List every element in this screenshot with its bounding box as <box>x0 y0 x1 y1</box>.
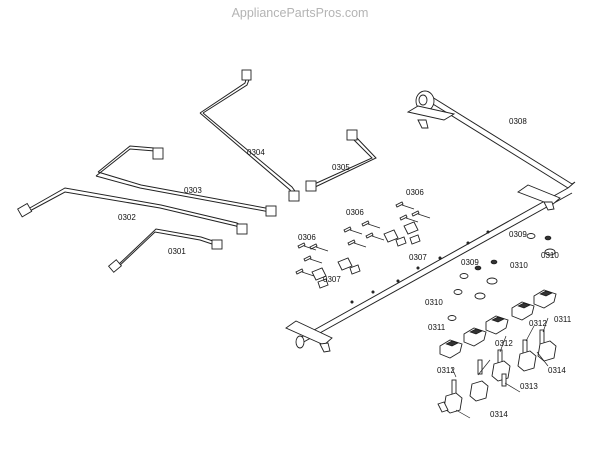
holders-0314[interactable] <box>437 340 557 414</box>
label-0302: 0302 <box>118 213 136 222</box>
label-0311-left: 0311 <box>428 323 446 332</box>
manifold-0308[interactable] <box>285 90 576 353</box>
label-0309-right: 0309 <box>509 230 527 239</box>
label-0304: 0304 <box>247 148 265 157</box>
label-0310-mid: 0310 <box>510 261 528 270</box>
label-0306-right: 0306 <box>406 188 424 197</box>
label-0306-left: 0306 <box>298 233 316 242</box>
valves-0311[interactable] <box>439 289 557 359</box>
part-labels: 0301 0302 0303 0304 0305 0306 0306 0306 … <box>118 117 572 419</box>
label-0310-left: 0310 <box>425 298 443 307</box>
tube-0302[interactable] <box>17 187 248 235</box>
tube-0301[interactable] <box>107 228 223 273</box>
brackets-0307[interactable] <box>311 221 421 289</box>
label-0307-right: 0307 <box>409 253 427 262</box>
tube-0304[interactable] <box>199 69 300 202</box>
label-0312-mid: 0312 <box>495 339 513 348</box>
leaders <box>451 317 549 419</box>
label-0303: 0303 <box>184 186 202 195</box>
label-0308: 0308 <box>509 117 527 126</box>
tube-0303[interactable] <box>95 145 277 217</box>
watermark: AppliancePartsPros.com <box>232 6 369 20</box>
label-0306-mid: 0306 <box>346 208 364 217</box>
label-0312-right: 0312 <box>529 319 547 328</box>
washers-0309[interactable] <box>459 233 552 279</box>
label-0301: 0301 <box>168 247 186 256</box>
tube-0305[interactable] <box>305 129 377 192</box>
label-0310-right: 0310 <box>541 251 559 260</box>
washers-0310[interactable] <box>447 248 556 321</box>
label-0313: 0313 <box>520 382 538 391</box>
label-0311-right: 0311 <box>554 315 572 324</box>
label-0309-left: 0309 <box>461 258 479 267</box>
label-0312-left: 0312 <box>437 366 455 375</box>
label-0305: 0305 <box>332 163 350 172</box>
label-0307-left: 0307 <box>323 275 341 284</box>
screws-0306[interactable] <box>295 201 431 277</box>
label-0314-right: 0314 <box>548 366 566 375</box>
label-0314-bottom: 0314 <box>490 410 508 419</box>
